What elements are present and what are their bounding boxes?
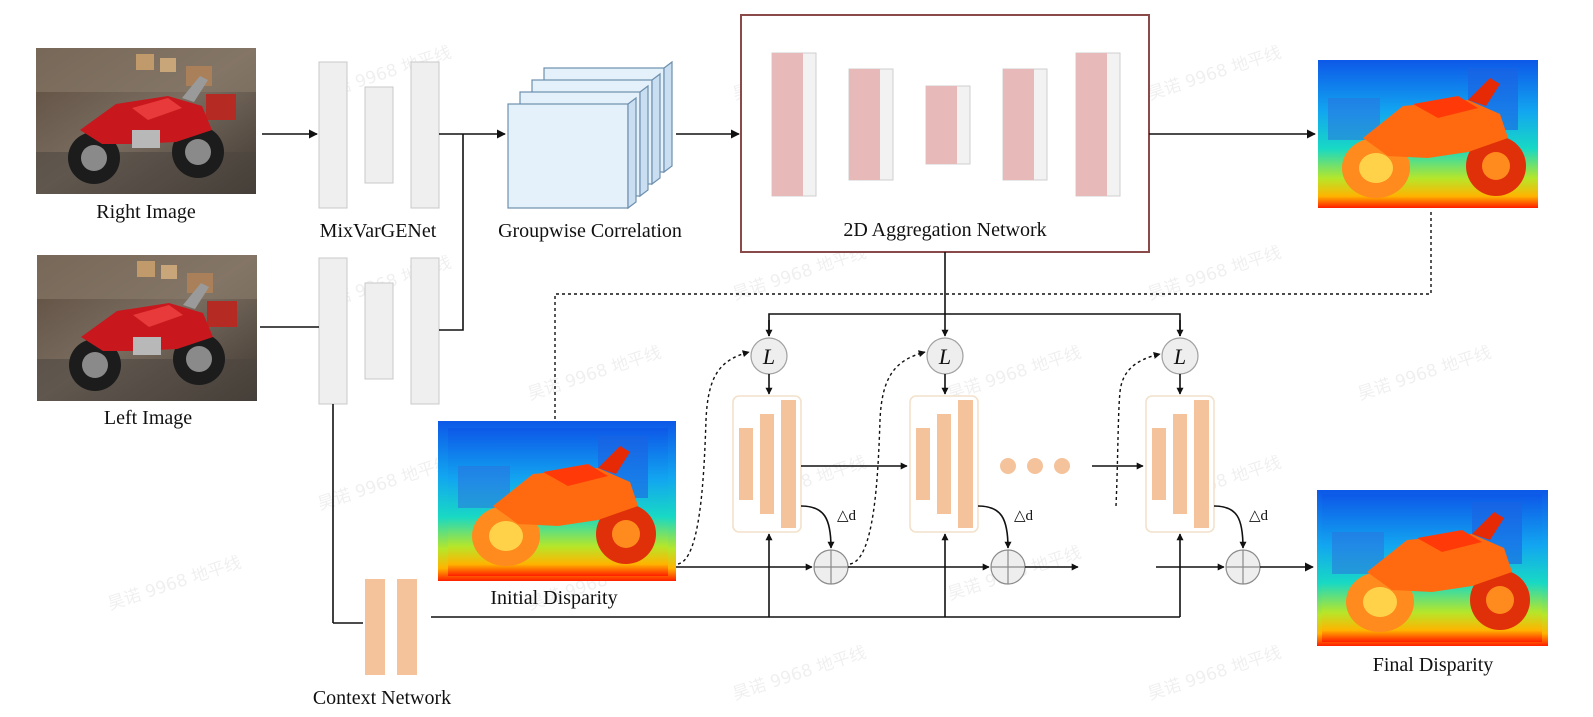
final-disparity-label: Final Disparity <box>1373 654 1494 676</box>
watermark-13: 昊诺 9968 地平线 <box>105 553 243 615</box>
watermark-17: 昊诺 9968 地平线 <box>1145 643 1283 705</box>
delta-label-2: △d <box>1014 508 1034 524</box>
refine-block-1 <box>732 395 802 533</box>
loss-symbol-1: L <box>762 344 775 369</box>
context-net-label: Context Network <box>313 687 451 709</box>
correlation-label: Groupwise Correlation <box>498 220 682 242</box>
sum-node-3 <box>1225 549 1261 585</box>
right-image-label: Right Image <box>96 201 196 223</box>
watermark-9: 昊诺 9968 地平线 <box>1355 343 1493 405</box>
context-net <box>365 579 417 675</box>
initial-disparity-label: Initial Disparity <box>490 587 617 609</box>
sum-node-2 <box>990 549 1026 585</box>
connectors <box>260 129 1316 624</box>
delta-label-3: △d <box>1249 508 1269 524</box>
aggregation-net <box>771 52 1121 197</box>
feature-net-label: MixVarGENet <box>320 220 437 242</box>
refine-block-3 <box>1145 395 1215 533</box>
feature-net-upper <box>318 61 440 209</box>
final-disparity-map <box>1317 490 1548 646</box>
refine-block-2 <box>909 395 979 533</box>
initial-disparity-map <box>438 421 676 581</box>
watermark-16: 昊诺 9968 地平线 <box>730 643 868 705</box>
correlation-volume <box>507 60 673 210</box>
left-image <box>37 255 257 401</box>
left-image-label: Left Image <box>104 407 192 429</box>
coarse-disparity-map <box>1318 60 1538 208</box>
aggregation-label: 2D Aggregation Network <box>843 219 1046 241</box>
watermark-6: 昊诺 9968 地平线 <box>1145 243 1283 305</box>
watermark-10: 昊诺 9968 地平线 <box>315 453 453 515</box>
watermark-7: 昊诺 9968 地平线 <box>525 343 663 405</box>
sum-node-1 <box>813 549 849 585</box>
loss-symbol-2: L <box>938 344 951 369</box>
watermark-3: 昊诺 9968 地平线 <box>1145 43 1283 105</box>
dotted-connectors <box>554 210 1432 565</box>
ellipsis-dots <box>1000 458 1070 474</box>
right-image <box>36 48 256 194</box>
feature-net-lower <box>318 257 440 405</box>
delta-label-1: △d <box>837 508 857 524</box>
loss-symbol-3: L <box>1173 344 1186 369</box>
